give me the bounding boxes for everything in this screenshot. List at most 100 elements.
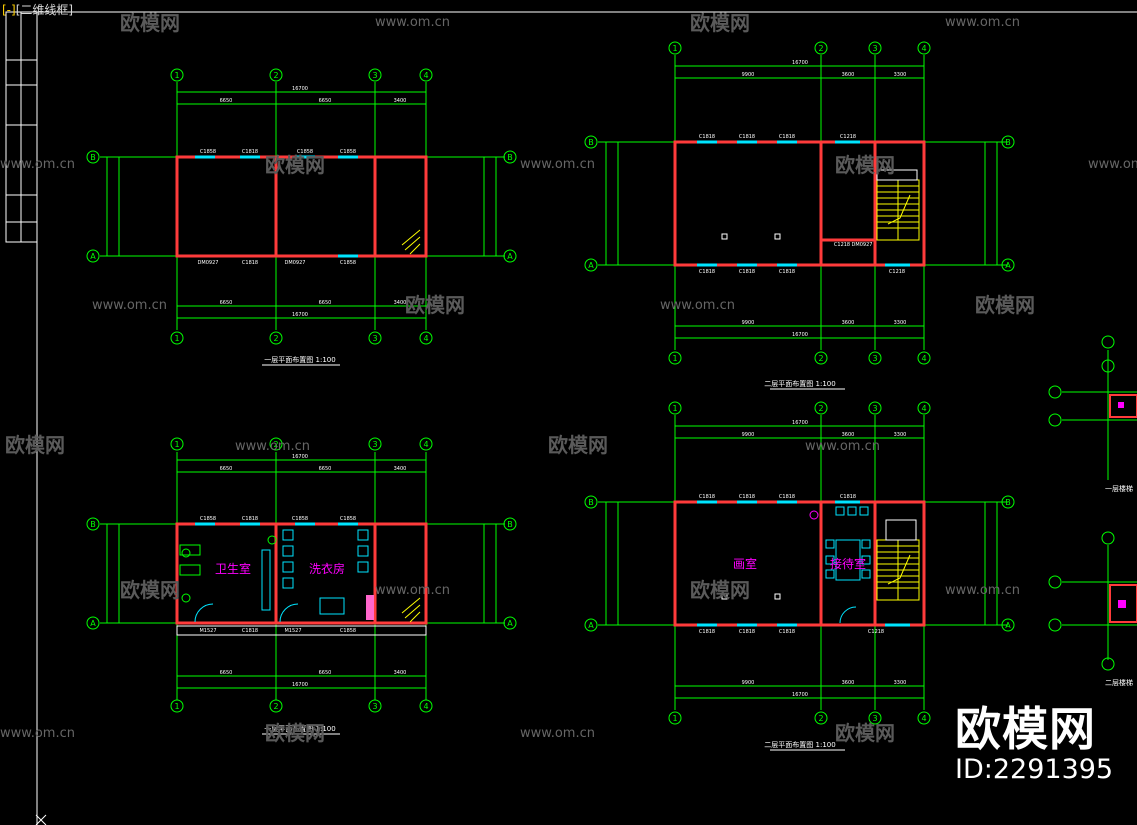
floor-plan-2: 1 2 3 4 1 2 3 4 B A B A 16700 9900 3600 … <box>584 41 1015 390</box>
axis-4-label: 4 <box>921 354 926 363</box>
watermark-domain: www.om.cn <box>945 15 1020 30</box>
dim-bay: 3400 <box>394 98 407 104</box>
axis-2-label: 2 <box>273 71 278 80</box>
axis-b-label: B <box>1005 138 1011 147</box>
axis-2-label: 2 <box>818 404 823 413</box>
watermark-domain: www.om.cn <box>945 583 1020 598</box>
window-tag: DM0927 <box>285 260 306 266</box>
window-tag: C1818 <box>739 494 755 500</box>
axis-a-label: A <box>90 252 96 261</box>
watermark-brand: 欧模网 <box>120 578 180 602</box>
axis-1-label: 1 <box>174 702 179 711</box>
axis-4-label: 4 <box>423 71 428 80</box>
dim-bay: 6650 <box>220 670 233 676</box>
axis-4-label: 4 <box>423 440 428 449</box>
axis-1-label: 1 <box>672 44 677 53</box>
window-tag: C1818 <box>242 149 258 155</box>
plan-title: 二层平面布置图 1:100 <box>764 379 835 388</box>
watermark-brand: 欧模网 <box>265 721 325 745</box>
window-tag: DM0927 <box>852 242 873 248</box>
axis-4-label: 4 <box>423 702 428 711</box>
window-tag: C1858 <box>340 628 356 634</box>
watermark-brand: 欧模网 <box>690 578 750 602</box>
window-tag: DM0927 <box>198 260 219 266</box>
axis-2-label: 2 <box>273 702 278 711</box>
axis-a-label: A <box>507 252 513 261</box>
axis-1-label: 1 <box>672 354 677 363</box>
watermark-domain: www.om.cn <box>235 439 310 454</box>
dim-bay: 3300 <box>894 432 907 438</box>
watermark-domain: www.om.cn <box>0 157 75 172</box>
axis-3-label: 3 <box>872 44 877 53</box>
dim-bay: 6650 <box>319 300 332 306</box>
watermark-domain: www.om.cn <box>1088 157 1137 172</box>
viewport-style[interactable]: [二维线框] <box>15 3 74 17</box>
axis-2-label: 2 <box>818 44 823 53</box>
axis-b-label: B <box>507 520 513 529</box>
axis-a-label: A <box>90 619 96 628</box>
dim-bay: 9900 <box>742 432 755 438</box>
axis-a-label: A <box>588 261 594 270</box>
viewport-control[interactable]: [-] <box>2 3 16 17</box>
dim-bay: 6650 <box>319 98 332 104</box>
plan-title: 一层平面布置图 1:100 <box>264 355 335 364</box>
viewport-label[interactable]: [-][二维线框] <box>2 1 73 18</box>
dim-total: 16700 <box>292 312 308 318</box>
title-block <box>5 11 38 243</box>
axis-3-label: 3 <box>872 354 877 363</box>
dim-bay: 9900 <box>742 320 755 326</box>
dim-bay: 3400 <box>394 300 407 306</box>
window-tag: C1818 <box>242 260 258 266</box>
stair-title: 一层楼梯 <box>1105 484 1133 493</box>
dim-total: 16700 <box>292 454 308 460</box>
axis-a-label: A <box>588 621 594 630</box>
floor-plan-1: 1 2 3 4 1 2 3 4 B A B A 16700 6650 6650 … <box>86 68 517 366</box>
watermark-brand: 欧模网 <box>405 293 465 317</box>
window-tag: C1818 <box>699 494 715 500</box>
window-tag: M1527 <box>284 628 301 634</box>
dim-bay: 6650 <box>220 466 233 472</box>
window-tag: C1818 <box>699 629 715 635</box>
dim-bay: 6650 <box>319 670 332 676</box>
axis-b-label: B <box>588 138 594 147</box>
axis-a-label: A <box>507 619 513 628</box>
room-name: 洗衣房 <box>309 561 345 576</box>
watermark-domain: www.om.cn <box>805 439 880 454</box>
axis-4-label: 4 <box>423 334 428 343</box>
watermark-domain: www.om.cn <box>520 157 595 172</box>
dim-bay: 3300 <box>894 680 907 686</box>
dim-bay: 6650 <box>319 466 332 472</box>
axis-3-label: 3 <box>372 702 377 711</box>
brand-watermark: 欧模网 ID:2291395 <box>955 705 1115 787</box>
axis-2-label: 2 <box>273 334 278 343</box>
window-tag: C1218 <box>840 134 856 140</box>
window-tag: C1818 <box>779 494 795 500</box>
room-name: 画室 <box>733 556 757 571</box>
window-tag: C1218 <box>834 242 850 248</box>
dim-bay: 3400 <box>394 466 407 472</box>
axis-3-label: 3 <box>872 404 877 413</box>
watermark-brand: 欧模网 <box>835 721 895 745</box>
axis-3-label: 3 <box>872 714 877 723</box>
watermark-brand: 欧模网 <box>120 11 180 35</box>
dim-bay: 3300 <box>894 72 907 78</box>
axis-b-label: B <box>1005 498 1011 507</box>
axis-3-label: 3 <box>372 71 377 80</box>
window-tag: C1858 <box>340 516 356 522</box>
floor-plan-3: 1 2 3 4 1 2 3 4 B A B A 卫生室 洗衣房 16700 66… <box>86 437 517 735</box>
window-tag: C1818 <box>242 628 258 634</box>
dim-total: 16700 <box>292 86 308 92</box>
resource-id: ID:2291395 <box>955 754 1114 785</box>
watermark-brand: 欧模网 <box>265 153 325 177</box>
watermark-domain: www.om.cn <box>375 15 450 30</box>
axis-2-label: 2 <box>818 354 823 363</box>
window-tag: C1818 <box>699 134 715 140</box>
dim-total: 16700 <box>292 682 308 688</box>
watermark-domain: www.om.cn <box>660 298 735 313</box>
axis-1-label: 1 <box>672 714 677 723</box>
axis-4-label: 4 <box>921 714 926 723</box>
room-name: 接待室 <box>830 556 866 571</box>
watermark-layer: 欧模网 欧模网 欧模网 欧模网 欧模网 欧模网 欧模网 欧模网 欧模网 欧模网 … <box>0 11 1137 745</box>
dim-bay: 3600 <box>842 680 855 686</box>
